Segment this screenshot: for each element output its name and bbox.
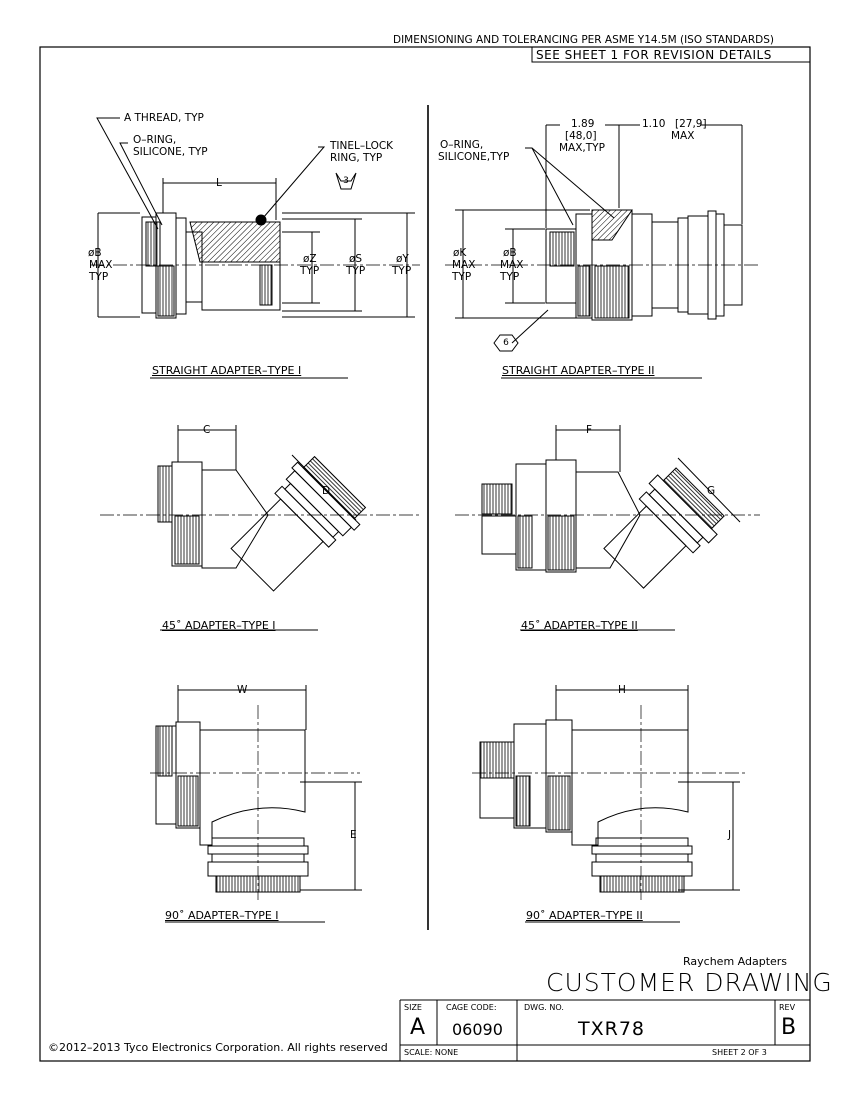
note-6-flag: 6 <box>503 338 509 348</box>
caption-straight-type-2: STRAIGHT ADAPTER–TYPE II <box>502 364 655 377</box>
dim-b2-max: MAX <box>500 259 524 271</box>
caption-90-type-2: 90˚ ADAPTER–TYPE II <box>526 909 643 922</box>
dim-110: 1.10 <box>642 118 666 130</box>
dim-189-note: MAX,TYP <box>559 142 605 154</box>
oring-2-label-1: O–RING, <box>440 139 484 151</box>
dim-e: E <box>350 829 357 841</box>
dwg-no-label: DWG. NO. <box>524 1003 564 1012</box>
dim-110-metric: [27,9] <box>675 118 707 130</box>
caption-straight-type-1: STRAIGHT ADAPTER–TYPE I <box>152 364 302 377</box>
dim-b2-typ: TYP <box>500 271 520 283</box>
oring-2-label-2: SILICONE,TYP <box>438 151 510 163</box>
company-line: Raychem Adapters <box>683 955 788 968</box>
dim-h: H <box>618 684 626 696</box>
caption-90-type-1: 90˚ ADAPTER–TYPE I <box>165 909 279 922</box>
dim-f: F <box>586 424 593 436</box>
dim-b: øB <box>88 247 102 259</box>
dwg-no-value: TXR78 <box>578 1018 646 1040</box>
dim-w: W <box>237 684 248 696</box>
revision-note: SEE SHEET 1 FOR REVISION DETAILS <box>536 48 772 62</box>
dim-110-note: MAX <box>671 130 695 142</box>
dim-z: øZ <box>303 253 317 265</box>
dim-y: øY <box>396 253 409 265</box>
dim-k: øK <box>453 247 467 259</box>
standards-note: DIMENSIONING AND TOLERANCING PER ASME Y1… <box>393 34 774 46</box>
dim-s: øS <box>349 253 363 265</box>
scale: SCALE: NONE <box>404 1048 459 1057</box>
dim-d: D <box>322 485 331 497</box>
a-thread-label: A THREAD, TYP <box>124 112 204 124</box>
copyright: ©2012–2013 Tyco Electronics Corporation.… <box>48 1041 388 1054</box>
dim-k-typ: TYP <box>452 271 472 283</box>
rev-label: REV <box>779 1003 796 1012</box>
size-value: A <box>410 1015 426 1040</box>
note-3-flag: 3 <box>343 176 349 186</box>
drawing-title: CUSTOMER DRAWING <box>546 968 833 997</box>
dim-b-typ: TYP <box>89 271 109 283</box>
caption-45-type-2: 45˚ ADAPTER–TYPE II <box>521 619 638 632</box>
sheet-number: SHEET 2 OF 3 <box>712 1048 767 1057</box>
cage-label: CAGE CODE: <box>446 1003 497 1012</box>
dim-z-typ: TYP <box>300 265 320 277</box>
size-label: SIZE <box>404 1003 422 1012</box>
dim-b2: øB <box>503 247 517 259</box>
dim-b-max: MAX <box>89 259 113 271</box>
tinel-label-2: RING, TYP <box>330 152 383 164</box>
dim-c: C <box>203 424 211 436</box>
dim-g: G <box>707 485 716 497</box>
dim-189-metric: [48,0] <box>565 130 597 142</box>
oring-label-2: SILICONE, TYP <box>133 146 208 158</box>
rev-value: B <box>781 1015 797 1040</box>
dim-l: L <box>216 177 222 189</box>
oring-label-1: O–RING, <box>133 134 177 146</box>
dim-k-max: MAX <box>452 259 476 271</box>
dim-189: 1.89 <box>571 118 595 130</box>
dim-j: J <box>728 829 732 841</box>
dim-y-typ: TYP <box>392 265 412 277</box>
tinel-label-1: TINEL–LOCK <box>330 140 394 152</box>
cage-value: 06090 <box>452 1020 503 1039</box>
dim-s-typ: TYP <box>346 265 366 277</box>
caption-45-type-1: 45˚ ADAPTER–TYPE I <box>162 619 276 632</box>
